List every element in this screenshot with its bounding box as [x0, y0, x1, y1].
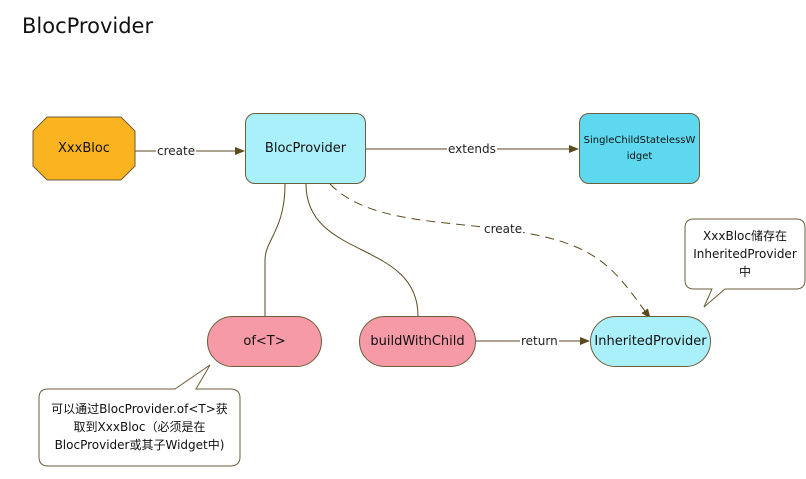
edge-label-return: return [520, 334, 559, 348]
node-blocprovider[interactable]: BlocProvider [245, 113, 366, 184]
node-inheritedprovider[interactable]: InheritedProvider [590, 316, 711, 367]
node-of-t-label: of<T> [243, 334, 286, 349]
edge-create-dashed [329, 183, 651, 319]
callout-inherited-line-2: InheritedProvider [693, 247, 797, 261]
callout-of-t-line-3: BlocProvider或其子Widget中) [54, 438, 225, 452]
node-inheritedprovider-label: InheritedProvider [594, 334, 707, 349]
edge-label-create-2: create [483, 222, 524, 236]
callout-inherited-line-3: 中 [738, 265, 751, 279]
node-of-t[interactable]: of<T> [207, 316, 322, 367]
node-xxxbloc-label: XxxBloc [58, 141, 110, 156]
edge-label-extends: extends [447, 142, 497, 156]
node-xxxbloc[interactable]: XxxBloc [33, 117, 135, 180]
callout-of-t-line-1: 可以通过BlocProvider.of<T>获 [51, 402, 228, 416]
callout-inherited: XxxBloc储存在 InheritedProvider 中 [685, 227, 805, 281]
edge-label-create-1: create [156, 144, 197, 158]
node-singlechild-label: SingleChildStatelessWidget [583, 134, 696, 162]
page-title: BlocProvider [22, 14, 154, 38]
callout-of-t-shape [38, 364, 241, 467]
callout-inherited-shape [684, 218, 806, 308]
node-buildwithchild[interactable]: buildWithChild [359, 316, 476, 367]
callout-of-t: 可以通过BlocProvider.of<T>获 取到XxxBloc（必须是在 B… [39, 400, 240, 454]
node-blocprovider-label: BlocProvider [264, 141, 347, 156]
node-singlechildstatelesswidget[interactable]: SingleChildStatelessWidget [579, 113, 700, 184]
edge-connector-buildwithchild [305, 183, 419, 317]
node-buildwithchild-label: buildWithChild [370, 334, 465, 349]
edge-connector-of-t [264, 183, 286, 316]
callout-of-t-line-2: 取到XxxBloc（必须是在 [73, 420, 206, 434]
callout-inherited-line-1: XxxBloc储存在 [703, 229, 787, 243]
node-xxxbloc-shape [32, 116, 136, 181]
